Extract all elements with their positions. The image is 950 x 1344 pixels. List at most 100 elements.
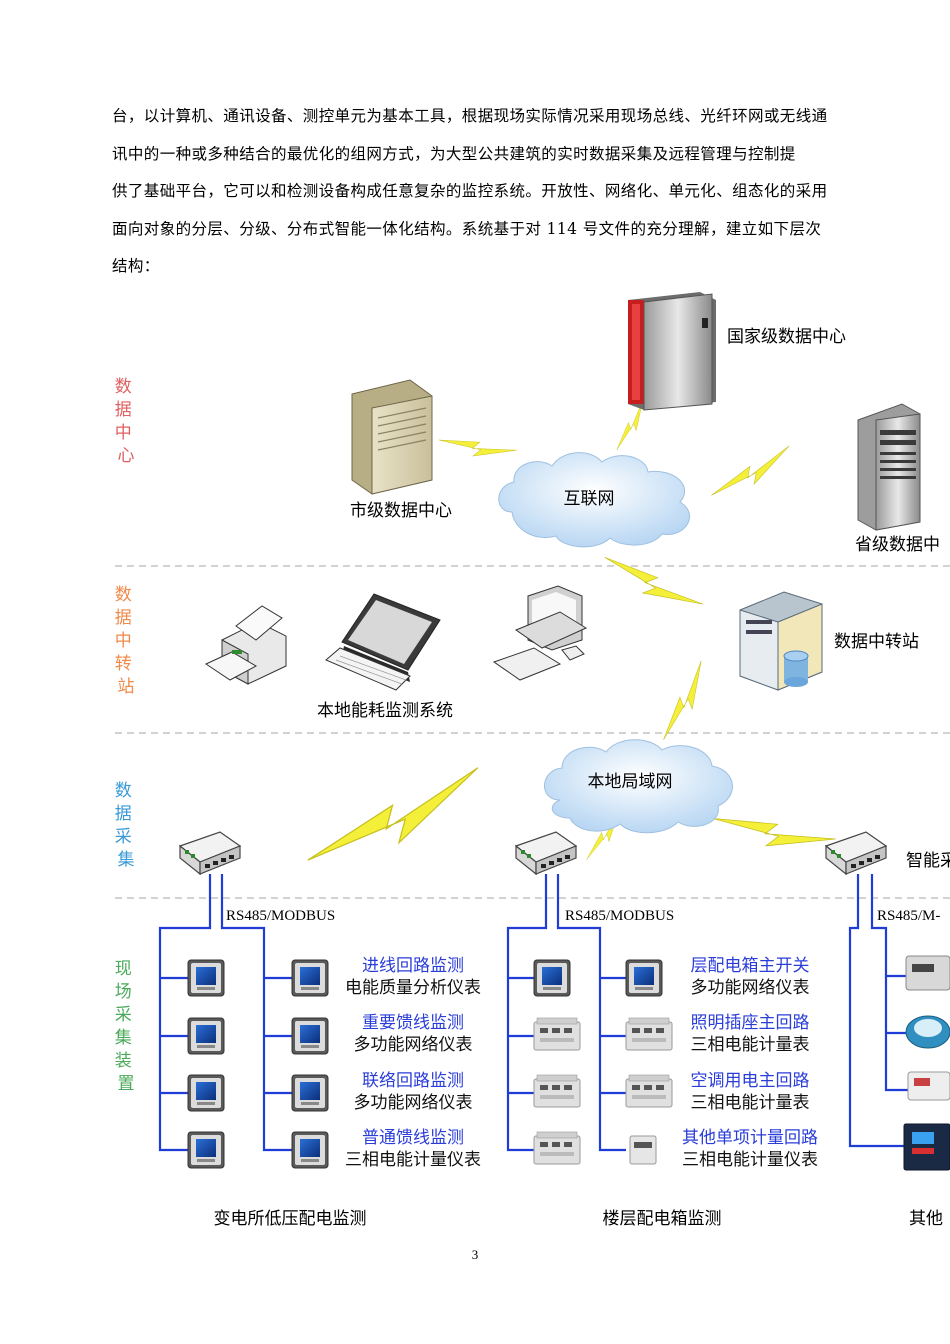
gateway-3-icon	[825, 831, 887, 875]
layer-label-char: 心	[118, 446, 135, 466]
wireless-link	[295, 767, 493, 869]
local-system-label: 本地能耗监测系统	[317, 701, 453, 721]
water-meter-icon	[905, 1015, 950, 1049]
relay-station-label: 数据中转站	[834, 632, 919, 652]
paragraph-line: 台，以计算机、通讯设备、测控单元为基本工具，根据现场实际情况采用现场总线、光纤环…	[112, 107, 828, 125]
layer-label-char: 装	[115, 1051, 132, 1071]
digital-meter-icon	[291, 1074, 329, 1112]
wireless-link	[601, 538, 704, 627]
gateway-1-icon	[179, 831, 241, 875]
item-device: 三相电能计量仪表	[345, 1150, 481, 1170]
relay-station-server-icon	[739, 591, 823, 691]
layer-label-char: 数	[115, 377, 132, 397]
internet-cloud	[498, 452, 691, 548]
item-device: 多功能网络仪表	[354, 1035, 473, 1055]
item-title: 其他单项计量回路	[682, 1128, 818, 1148]
layer-label-char: 中	[115, 631, 132, 651]
lan-label: 本地局域网	[588, 772, 673, 792]
item-device: 三相电能计量表	[691, 1035, 810, 1055]
smart-device-label: 智能采	[906, 851, 950, 871]
item-title: 进线回路监测	[362, 956, 464, 976]
paragraph-line: 供了基础平台，它可以和检测设备构成任意复杂的监控系统。开放性、网络化、单元化、组…	[112, 182, 828, 200]
paragraph-line: 面向对象的分层、分级、分布式智能一体化结构。系统基于对 114 号文件的充分理解…	[112, 219, 822, 238]
lan-cloud	[544, 739, 733, 834]
layer-label-field-devices: 现 场 采 集 装 置	[115, 959, 137, 1094]
layer-label-char: 据	[115, 804, 132, 824]
item-device: 多功能网络仪表	[691, 978, 810, 998]
internet-label: 互联网	[564, 489, 615, 509]
intro-paragraph: 台，以计算机、通讯设备、测控单元为基本工具，根据现场实际情况采用现场总线、光纤环…	[112, 98, 840, 286]
bus-label: RS485/M-	[877, 908, 940, 924]
item-title: 层配电箱主开关	[691, 956, 810, 976]
layer-label-char: 中	[115, 423, 132, 443]
digital-meter-icon	[187, 1131, 225, 1169]
group-caption: 其他	[909, 1209, 943, 1229]
din-rail-meter-icon	[533, 1131, 581, 1165]
item-device: 三相电能计量表	[691, 1093, 810, 1113]
provincial-data-center-label: 省级数据中	[855, 535, 940, 555]
layer-label-char: 数	[115, 585, 132, 605]
digital-meter-icon	[291, 1017, 329, 1055]
wireless-link	[704, 445, 798, 500]
digital-meter-icon	[625, 959, 663, 997]
paragraph-line: 讯中的一种或多种结合的最优化的组网方式，为大型公共建筑的实时数据采集及远程管理与…	[112, 144, 796, 163]
item-title: 照明插座主回路	[691, 1013, 810, 1033]
bus-wiring	[158, 874, 908, 1152]
national-data-center-icon	[628, 292, 716, 411]
layer-label-char: 采	[115, 827, 132, 847]
city-data-center-icon	[351, 379, 433, 495]
paragraph-line: 结构：	[112, 257, 160, 275]
desktop-computer-icon	[492, 585, 588, 681]
digital-meter-icon	[187, 1017, 225, 1055]
bus-label: RS485/MODBUS	[565, 908, 674, 924]
layer-label-char: 站	[118, 677, 135, 697]
layer-label-char: 数	[115, 781, 132, 801]
group-caption: 楼层配电箱监测	[603, 1209, 722, 1229]
city-data-center-label: 市级数据中心	[350, 501, 452, 521]
din-rail-meter-icon	[533, 1017, 581, 1051]
layer-label-char: 场	[115, 982, 132, 1002]
wireless-link	[437, 423, 518, 470]
din-rail-meter-icon	[625, 1017, 673, 1051]
layer-label-data-center: 数 据 中 心	[115, 377, 137, 466]
item-title: 重要馈线监测	[362, 1013, 464, 1033]
layer-label-relay: 数 据 中 转 站	[115, 585, 137, 697]
layer-label-char: 现	[115, 959, 132, 979]
group-caption: 变电所低压配电监测	[214, 1209, 367, 1229]
din-rail-meter-icon	[625, 1074, 673, 1108]
layer-label-char: 置	[118, 1074, 135, 1094]
layer-label-char: 集	[115, 1028, 132, 1048]
national-data-center-label: 国家级数据中心	[727, 327, 846, 347]
gas-meter-icon	[905, 955, 950, 991]
layer-label-char: 采	[115, 1005, 132, 1025]
item-device: 多功能网络仪表	[354, 1093, 473, 1113]
din-rail-meter-icon	[533, 1074, 581, 1108]
layer-label-char: 集	[118, 850, 135, 870]
gateway-2-icon	[515, 831, 577, 875]
layer-label-char: 据	[115, 608, 132, 628]
controller-panel-icon	[903, 1123, 950, 1171]
power-quality-meter-icon	[187, 959, 225, 997]
wireless-link	[648, 660, 720, 743]
power-quality-meter-icon	[291, 959, 329, 997]
provincial-data-center-icon	[857, 403, 921, 531]
item-title: 联络回路监测	[362, 1071, 464, 1091]
page-number: 3	[471, 1247, 479, 1262]
item-device: 三相电能计量仪表	[682, 1150, 818, 1170]
laptop-icon	[325, 593, 441, 691]
digital-meter-icon	[187, 1074, 225, 1112]
layer-label-char: 转	[115, 654, 132, 674]
layer-label-char: 据	[115, 400, 132, 420]
layer-label-collection: 数 据 采 集	[115, 781, 137, 870]
heat-meter-icon	[907, 1071, 950, 1101]
digital-meter-icon	[533, 959, 571, 997]
printer-icon	[204, 605, 287, 685]
item-title: 普通馈线监测	[362, 1128, 464, 1148]
wireless-link	[710, 793, 837, 870]
single-phase-meter-icon	[629, 1135, 657, 1165]
digital-meter-icon	[291, 1131, 329, 1169]
bus-label: RS485/MODBUS	[226, 908, 335, 924]
item-device: 电能质量分析仪表	[345, 978, 481, 998]
item-title: 空调用电主回路	[691, 1071, 810, 1091]
